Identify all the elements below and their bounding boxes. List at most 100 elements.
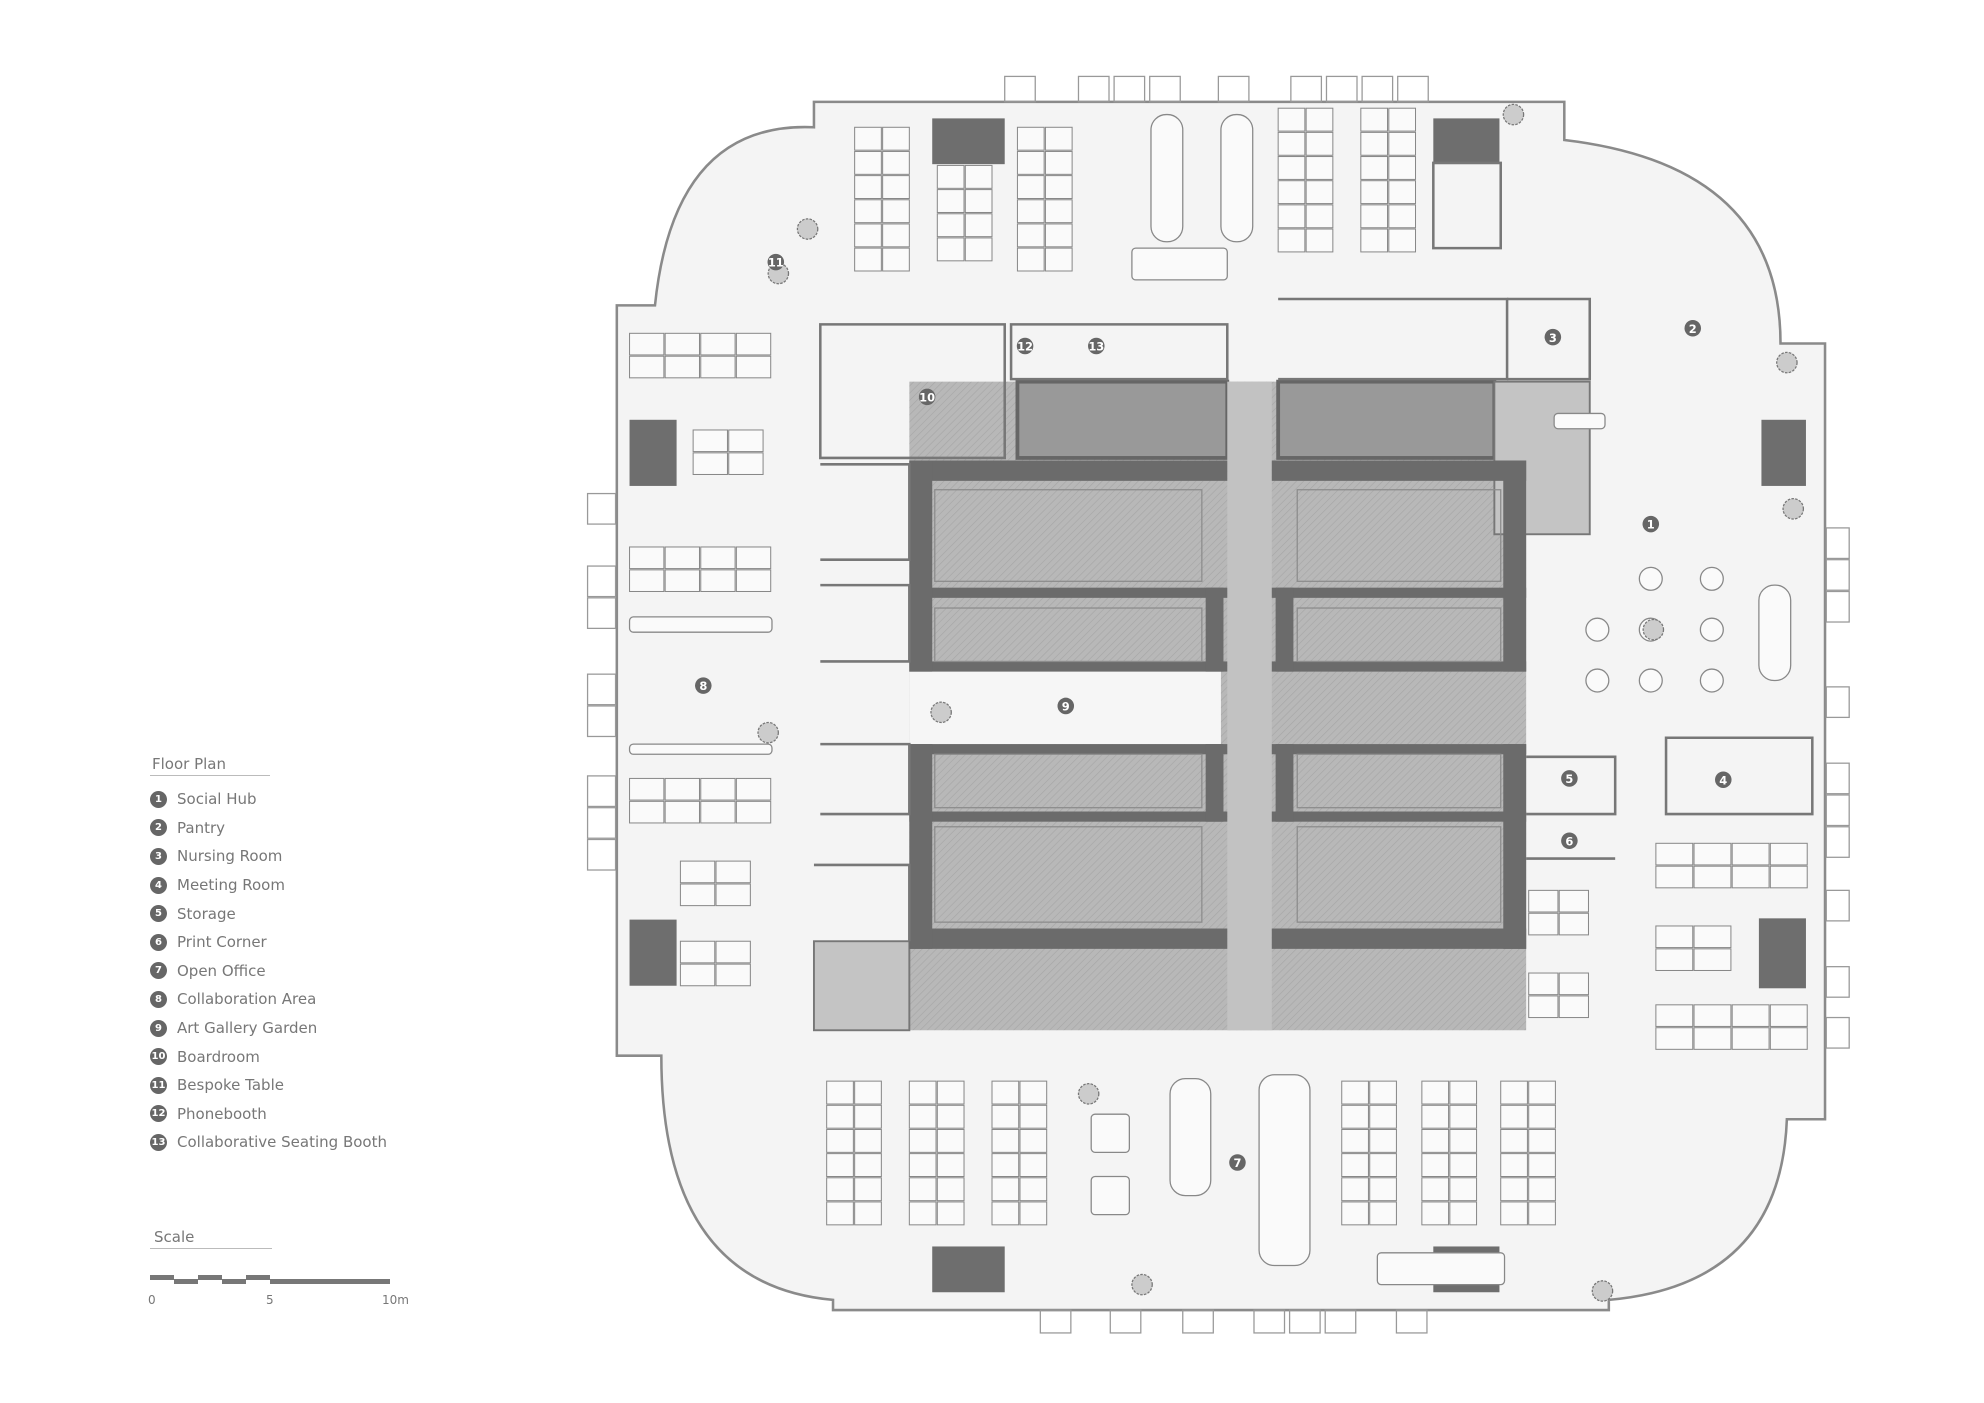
legend-label: Collaborative Seating Booth (177, 1133, 387, 1152)
area-marker-number: 10 (919, 391, 935, 405)
desk (1558, 912, 1589, 936)
lift-shaft (1296, 489, 1502, 582)
desk (1693, 948, 1732, 971)
bench (628, 616, 773, 633)
area-marker-4: 4 (1715, 771, 1732, 788)
desk (1341, 1104, 1369, 1129)
desk (1044, 175, 1073, 200)
window-bay (1361, 75, 1394, 103)
lift-shaft (934, 489, 1203, 582)
core-wall (1205, 587, 1224, 672)
legend-item: 10 Boardroom (150, 1042, 387, 1071)
desk (1369, 1080, 1397, 1105)
desk (1655, 842, 1694, 866)
area-marker-number: 7 (1233, 1156, 1241, 1170)
desk-cluster (826, 1080, 882, 1226)
window-bay (1825, 794, 1850, 827)
area-marker-7: 7 (1229, 1154, 1246, 1171)
desk (1388, 204, 1417, 229)
desk (1369, 1128, 1397, 1153)
lift-shaft (934, 607, 1203, 663)
legend-label: Boardroom (177, 1047, 260, 1066)
desk (1449, 1128, 1478, 1153)
core-wall (1271, 587, 1527, 598)
legend-number-badge: 5 (150, 905, 167, 923)
desk (1769, 842, 1808, 866)
core-wall (1271, 661, 1527, 672)
desk-cluster (679, 940, 751, 987)
desk (715, 940, 751, 964)
area-marker-12: 12 (1016, 337, 1034, 355)
area-marker-number: 6 (1565, 834, 1573, 848)
window-bay (586, 807, 617, 839)
desk (1500, 1153, 1528, 1178)
desk (664, 777, 700, 801)
desk (1558, 995, 1589, 1019)
scale-labels: 0 5 10m (148, 1293, 409, 1309)
plant-icon (1776, 351, 1798, 374)
desk (1500, 1080, 1528, 1105)
desk-cluster (854, 126, 910, 272)
desk (1388, 156, 1417, 180)
desk (1449, 1104, 1478, 1129)
window-bay (1039, 1309, 1072, 1334)
bench (1090, 1175, 1130, 1216)
desk (664, 355, 700, 379)
structural-column (629, 419, 677, 486)
structural-column (629, 919, 677, 986)
core-wall (909, 744, 1228, 755)
desk (1369, 1153, 1397, 1178)
desk (679, 860, 716, 884)
area-marker-10: 10 (918, 388, 936, 406)
desk (1016, 126, 1045, 151)
desk (629, 800, 665, 824)
desk-cluster (1528, 972, 1589, 1019)
area-marker-number: 3 (1549, 331, 1557, 345)
desk (1388, 228, 1417, 253)
desk (1277, 204, 1306, 229)
desk (854, 223, 882, 248)
window-bay (586, 673, 617, 706)
window-bay (586, 597, 617, 630)
desk (826, 1153, 854, 1178)
round-table (1585, 668, 1610, 693)
desk-cluster (1528, 889, 1589, 936)
area-marker-11: 11 (767, 253, 785, 271)
room-outlines (813, 161, 1814, 942)
desk (1655, 865, 1694, 889)
window-bay (586, 705, 617, 738)
window-bay (1825, 889, 1850, 922)
desk (882, 199, 910, 224)
desk (936, 1104, 965, 1129)
desk (908, 1177, 937, 1202)
desk (854, 199, 882, 224)
desk (1341, 1153, 1369, 1178)
core-wall (1205, 744, 1224, 822)
lift-shaft (934, 753, 1203, 809)
desk (735, 777, 772, 801)
desk (700, 332, 736, 356)
window-bay (586, 565, 617, 598)
window-bay (1825, 826, 1850, 858)
desk (700, 355, 736, 379)
desk (908, 1080, 937, 1105)
window-bay (1288, 1309, 1321, 1334)
plant-icon (1131, 1273, 1153, 1296)
round-table (1699, 668, 1724, 693)
desk (908, 1128, 937, 1153)
desk (1360, 107, 1389, 132)
window-bay (1077, 75, 1110, 103)
legend-number-badge: 10 (150, 1048, 167, 1066)
area-marker-number: 1 (1647, 518, 1655, 532)
core-wall (1275, 587, 1294, 672)
scale-bar (150, 1275, 390, 1285)
desk (1305, 107, 1334, 132)
bench (1553, 412, 1606, 430)
table (1258, 1074, 1311, 1267)
desk (700, 800, 736, 824)
desk (1016, 199, 1045, 224)
round-table (1638, 668, 1663, 693)
